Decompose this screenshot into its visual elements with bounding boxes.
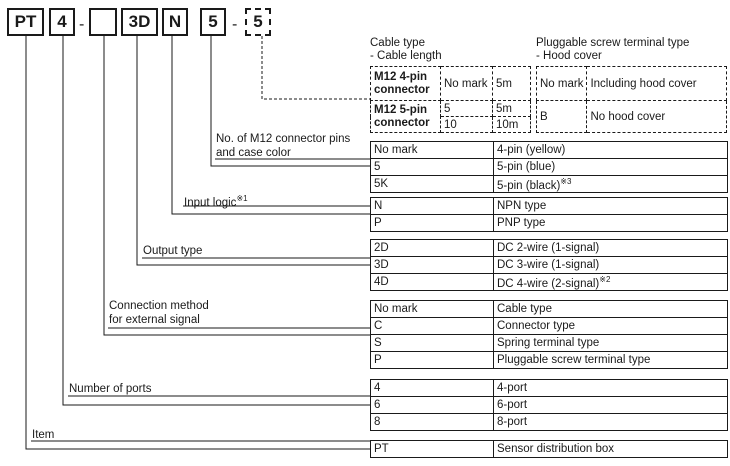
option-code: 2D: [370, 239, 494, 257]
cable-mark: 10: [440, 116, 493, 133]
option-desc: 5-pin (black)※3: [493, 175, 728, 193]
option-desc: 4-pin (yellow): [493, 141, 728, 159]
option-desc: 6-port: [493, 396, 728, 414]
input-logic-label: Input logic※1: [184, 194, 248, 209]
code-dash: -: [232, 16, 238, 33]
option-desc: Spring terminal type: [493, 334, 728, 352]
cable-length-heading: - Cable length: [370, 50, 442, 62]
hood-table: No mark Including hood cover B No hood c…: [535, 66, 728, 133]
code-dash: -: [79, 16, 85, 33]
option-code: P: [370, 351, 494, 369]
option-desc: Cable type: [493, 300, 728, 318]
option-code: No mark: [370, 300, 494, 318]
option-desc: NPN type: [493, 197, 728, 215]
cable-length: 5m: [492, 100, 531, 117]
cable-length: 10m: [492, 116, 531, 133]
option-code: PT: [370, 440, 494, 458]
code-box-pins: 5: [200, 8, 226, 36]
option-desc: 5-pin (blue): [493, 158, 728, 176]
code-box-item: PT: [7, 8, 44, 36]
option-desc: Pluggable screw terminal type: [493, 351, 728, 369]
option-desc: 4-port: [493, 379, 728, 397]
option-code: N: [370, 197, 494, 215]
option-desc: DC 3-wire (1-signal): [493, 256, 728, 274]
option-code: S: [370, 334, 494, 352]
option-code: 3D: [370, 256, 494, 274]
terminal-type-heading: Pluggable screw terminal type: [536, 37, 690, 49]
option-desc: DC 4-wire (2-signal)※2: [493, 273, 728, 291]
cable-mark: No mark: [440, 66, 493, 101]
code-box-output: 3D: [121, 8, 158, 36]
ports-label: Number of ports: [69, 383, 152, 395]
hood-desc: Including hood cover: [586, 66, 728, 101]
option-code: 5: [370, 158, 494, 176]
hood-desc: No hood cover: [586, 100, 728, 133]
cable-length: 5m: [492, 66, 531, 101]
option-code: 4D: [370, 273, 494, 291]
option-desc: DC 2-wire (1-signal): [493, 239, 728, 257]
output-type-label: Output type: [143, 245, 203, 257]
cable-mark: 5: [440, 100, 493, 117]
option-code: 6: [370, 396, 494, 414]
code-box-connection: [89, 8, 117, 36]
code-box-cable: 5: [245, 8, 271, 36]
hood-cover-heading: - Hood cover: [536, 50, 602, 62]
code-box-logic: N: [162, 8, 188, 36]
hood-mark: B: [535, 100, 588, 133]
hood-mark: No mark: [535, 66, 588, 101]
code-box-ports: 4: [49, 8, 75, 36]
cable-table: M12 4-pin connector No mark 5m M12 5-pin…: [370, 66, 531, 133]
option-code: 8: [370, 413, 494, 431]
option-code: C: [370, 317, 494, 335]
option-code: 4: [370, 379, 494, 397]
option-desc: PNP type: [493, 214, 728, 232]
option-desc: 8-port: [493, 413, 728, 431]
option-code: 5K: [370, 175, 494, 193]
cable-type-heading: Cable type: [370, 37, 425, 49]
item-label: Item: [32, 429, 55, 441]
option-desc: Connector type: [493, 317, 728, 335]
cable-connector: M12 4-pin connector: [370, 66, 441, 101]
option-desc: Sensor distribution box: [493, 440, 728, 458]
option-code: P: [370, 214, 494, 232]
cable-connector: M12 5-pin connector: [370, 100, 441, 133]
option-code: No mark: [370, 141, 494, 159]
